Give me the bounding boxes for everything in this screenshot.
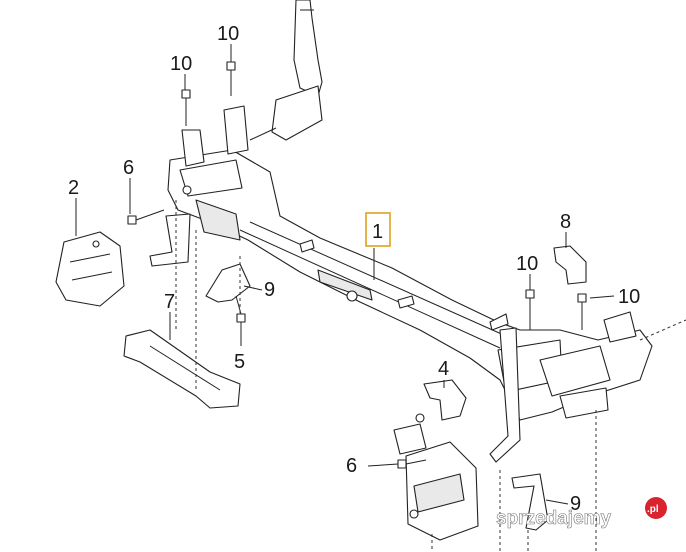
callout-6-left: 6 xyxy=(123,157,134,179)
callout-9-right: 9 xyxy=(570,493,581,515)
bolt-10-right-a xyxy=(525,289,535,330)
callout-labels: 10 10 6 2 1 8 10 10 9 7 5 4 6 9 xyxy=(68,23,640,515)
part-8-bracket xyxy=(553,245,587,285)
part-7-bracket xyxy=(123,329,241,409)
callout-7: 7 xyxy=(164,291,175,313)
callout-10-right-a: 10 xyxy=(516,253,538,275)
callout-9-left: 9 xyxy=(264,279,275,301)
callout-10-top: 10 xyxy=(217,23,239,45)
part-2-bracket xyxy=(55,231,125,307)
left-mount xyxy=(149,105,249,267)
callout-10-left: 10 xyxy=(170,53,192,75)
callout-10-right-b: 10 xyxy=(618,286,640,308)
callout-4: 4 xyxy=(438,358,449,380)
part-4-clamp xyxy=(415,379,467,423)
watermark-badge xyxy=(645,497,667,519)
lower-mount-block xyxy=(393,423,479,541)
watermark-text: sprzedajemy xyxy=(496,508,612,529)
bolt-10-top xyxy=(226,61,236,96)
guide-lines xyxy=(175,200,686,552)
callout-1-highlight xyxy=(365,212,391,247)
part-9-clip-right xyxy=(511,473,549,531)
watermark: sprzedajemy .pl xyxy=(496,497,667,529)
bolt-6-left xyxy=(127,209,165,225)
upper-bracket-plate xyxy=(249,0,323,141)
leader-lines xyxy=(75,44,615,505)
bolt-10-right-b xyxy=(577,293,587,330)
bolts xyxy=(127,61,587,469)
bolt-10-left xyxy=(181,89,191,126)
callout-5: 5 xyxy=(234,351,245,373)
part-9-clip-left xyxy=(205,263,251,303)
callout-8: 8 xyxy=(560,211,571,233)
callout-1: 1 xyxy=(372,221,383,243)
callout-6-right: 6 xyxy=(346,455,357,477)
watermark-badge-text: .pl xyxy=(647,504,659,515)
callout-2: 2 xyxy=(68,177,79,199)
